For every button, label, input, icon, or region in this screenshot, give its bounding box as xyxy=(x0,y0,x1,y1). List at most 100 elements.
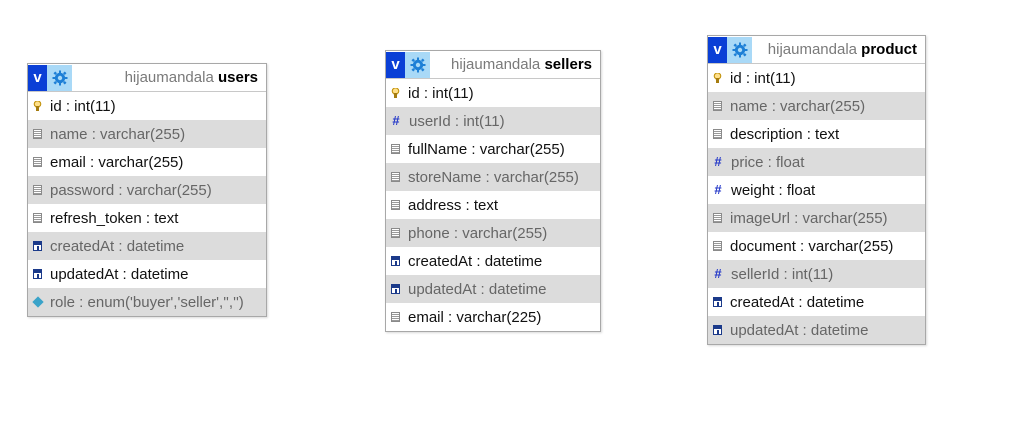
column-label: createdAt : datetime xyxy=(730,293,865,311)
toggle-view-icon[interactable]: v xyxy=(708,36,727,63)
column-row[interactable]: email : varchar(225) xyxy=(386,303,600,331)
datetime-icon xyxy=(391,256,400,266)
column-label: role : enum('buyer','seller','','') xyxy=(50,293,244,311)
primary-key-icon xyxy=(391,88,400,98)
column-label: phone : varchar(255) xyxy=(408,224,548,242)
table-name: sellers xyxy=(544,56,592,73)
toggle-view-icon[interactable]: v xyxy=(386,51,405,78)
column-row[interactable]: fullName : varchar(255) xyxy=(386,135,600,163)
column-row[interactable]: updatedAt : datetime xyxy=(28,260,266,288)
column-label: password : varchar(255) xyxy=(50,181,212,199)
column-label: updatedAt : datetime xyxy=(50,265,189,283)
primary-key-icon xyxy=(33,101,42,111)
text-field-icon xyxy=(33,213,42,223)
table-sellers[interactable]: v hijaumandala sellers id : int(11) # use… xyxy=(385,50,601,332)
gear-icon[interactable] xyxy=(405,51,430,78)
column-row[interactable]: name : varchar(255) xyxy=(28,120,266,148)
column-row[interactable]: updatedAt : datetime xyxy=(708,316,925,344)
column-label: fullName : varchar(255) xyxy=(408,140,565,158)
column-row[interactable]: name : varchar(255) xyxy=(708,92,925,120)
text-field-icon xyxy=(713,213,722,223)
table-users[interactable]: v hijaumandala users id : int(11) name :… xyxy=(27,63,267,317)
column-row[interactable]: role : enum('buyer','seller','','') xyxy=(28,288,266,316)
text-field-icon xyxy=(391,172,400,182)
column-label: weight : float xyxy=(731,181,816,199)
toggle-view-icon[interactable]: v xyxy=(28,64,47,91)
column-label: imageUrl : varchar(255) xyxy=(730,209,888,227)
table-header[interactable]: v hijaumandala users xyxy=(28,64,266,92)
column-row[interactable]: email : varchar(255) xyxy=(28,148,266,176)
text-field-icon xyxy=(33,185,42,195)
table-header[interactable]: v hijaumandala sellers xyxy=(386,51,600,79)
column-row[interactable]: refresh_token : text xyxy=(28,204,266,232)
datetime-icon xyxy=(713,297,722,307)
numeric-icon: # xyxy=(714,266,722,281)
text-field-icon xyxy=(33,157,42,167)
column-label: id : int(11) xyxy=(730,69,796,87)
text-field-icon xyxy=(713,129,722,139)
text-field-icon xyxy=(391,200,400,210)
datetime-icon xyxy=(391,284,400,294)
column-label: name : varchar(255) xyxy=(50,125,186,143)
numeric-icon: # xyxy=(392,113,400,128)
table-title: hijaumandala product xyxy=(768,41,917,58)
column-label: updatedAt : datetime xyxy=(730,321,869,339)
table-product[interactable]: v hijaumandala product id : int(11) name… xyxy=(707,35,926,345)
column-row[interactable]: # sellerId : int(11) xyxy=(708,260,925,288)
column-label: description : text xyxy=(730,125,840,143)
column-row[interactable]: id : int(11) xyxy=(708,64,925,92)
database-name: hijaumandala xyxy=(767,41,857,58)
column-row[interactable]: phone : varchar(255) xyxy=(386,219,600,247)
gear-icon[interactable] xyxy=(47,64,72,91)
column-label: createdAt : datetime xyxy=(408,252,543,270)
enum-icon xyxy=(32,296,44,308)
column-row[interactable]: id : int(11) xyxy=(386,79,600,107)
column-row[interactable]: address : text xyxy=(386,191,600,219)
column-row[interactable]: password : varchar(255) xyxy=(28,176,266,204)
column-label: createdAt : datetime xyxy=(50,237,185,255)
column-label: price : float xyxy=(731,153,805,171)
column-row[interactable]: # userId : int(11) xyxy=(386,107,600,135)
column-label: id : int(11) xyxy=(50,97,116,115)
gear-icon[interactable] xyxy=(727,36,752,63)
text-field-icon xyxy=(713,101,722,111)
datetime-icon xyxy=(713,325,722,335)
column-label: id : int(11) xyxy=(408,84,474,102)
column-label: address : text xyxy=(408,196,499,214)
datetime-icon xyxy=(33,269,42,279)
column-row[interactable]: description : text xyxy=(708,120,925,148)
table-title: hijaumandala sellers xyxy=(451,56,592,73)
numeric-icon: # xyxy=(714,182,722,197)
text-field-icon xyxy=(391,144,400,154)
column-row[interactable]: storeName : varchar(255) xyxy=(386,163,600,191)
column-label: document : varchar(255) xyxy=(730,237,894,255)
column-label: storeName : varchar(255) xyxy=(408,168,579,186)
column-row[interactable]: document : varchar(255) xyxy=(708,232,925,260)
numeric-icon: # xyxy=(714,154,722,169)
text-field-icon xyxy=(713,241,722,251)
column-row[interactable]: id : int(11) xyxy=(28,92,266,120)
column-label: email : varchar(225) xyxy=(408,308,542,326)
column-label: name : varchar(255) xyxy=(730,97,866,115)
column-row[interactable]: createdAt : datetime xyxy=(386,247,600,275)
column-row[interactable]: # weight : float xyxy=(708,176,925,204)
column-label: userId : int(11) xyxy=(409,112,505,130)
datetime-icon xyxy=(33,241,42,251)
database-name: hijaumandala xyxy=(451,56,541,73)
column-row[interactable]: updatedAt : datetime xyxy=(386,275,600,303)
text-field-icon xyxy=(391,312,400,322)
primary-key-icon xyxy=(713,73,722,83)
column-label: sellerId : int(11) xyxy=(731,265,834,283)
column-row[interactable]: createdAt : datetime xyxy=(708,288,925,316)
column-label: updatedAt : datetime xyxy=(408,280,547,298)
table-header[interactable]: v hijaumandala product xyxy=(708,36,925,64)
column-row[interactable]: imageUrl : varchar(255) xyxy=(708,204,925,232)
database-name: hijaumandala xyxy=(124,69,214,86)
column-row[interactable]: createdAt : datetime xyxy=(28,232,266,260)
text-field-icon xyxy=(33,129,42,139)
table-name: users xyxy=(217,69,258,86)
text-field-icon xyxy=(391,228,400,238)
column-row[interactable]: # price : float xyxy=(708,148,925,176)
table-name: product xyxy=(861,41,917,58)
column-label: refresh_token : text xyxy=(50,209,179,227)
